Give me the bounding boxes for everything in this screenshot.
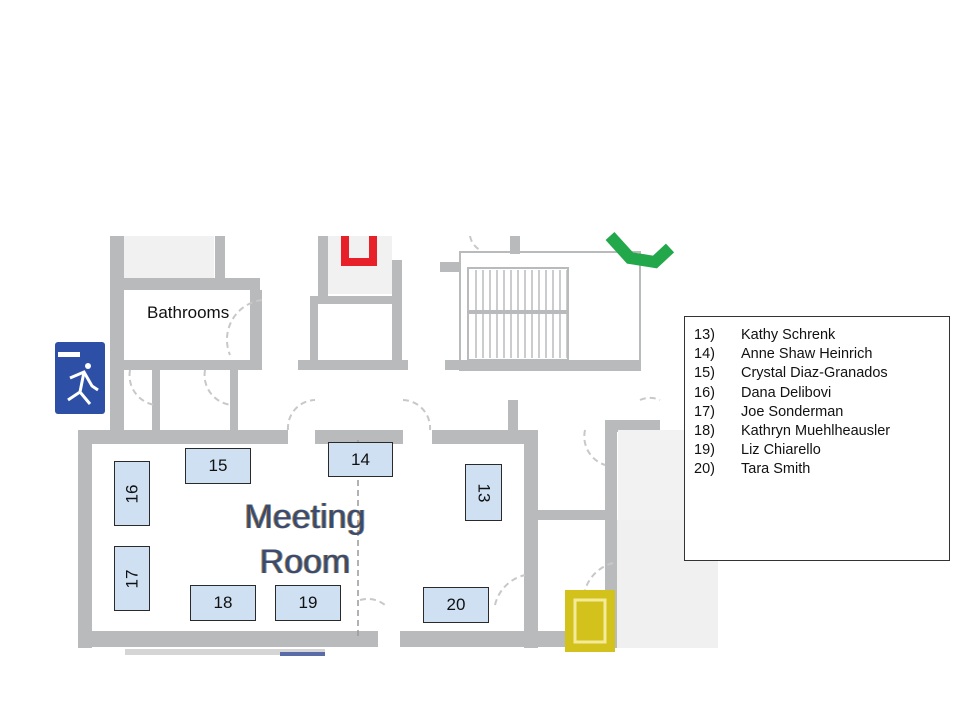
desk-number: 14 [351, 449, 370, 469]
desk-17: 17 [114, 546, 150, 611]
legend-number: 19) [694, 442, 715, 459]
desk-19: 19 [275, 585, 341, 621]
legend-number: 16) [694, 384, 715, 401]
legend-row: 15) Crystal Diaz-Granados [685, 364, 949, 383]
legend-number: 14) [694, 346, 715, 363]
legend-number: 17) [694, 403, 715, 420]
desk-number: 18 [213, 593, 233, 612]
legend-row: 17) Joe Sonderman [685, 403, 949, 422]
meeting-room-label-line1: Meeting [244, 498, 366, 536]
stairs-icon [459, 251, 641, 371]
legend-row: 18) Kathryn Muehlheausler [685, 422, 949, 441]
desk-number: 13 [474, 483, 494, 502]
bathrooms-label: Bathrooms [147, 303, 230, 322]
legend-number: 15) [694, 365, 715, 382]
desk-number: 16 [121, 484, 141, 503]
door-swings [128, 235, 661, 606]
legend-number: 13) [694, 327, 715, 343]
legend-row: 19) Liz Chiarello [685, 441, 949, 460]
desk-18: 18 [190, 585, 256, 621]
desk-number: 20 [446, 595, 466, 614]
desk-number: 15 [208, 456, 228, 475]
legend-row: 14) Anne Shaw Heinrich [685, 345, 949, 364]
utility-icon [565, 590, 615, 652]
legend-name: Joe Sonderman [741, 403, 844, 420]
seating-legend: 13) Kathy Schrenk 14) Anne Shaw Heinrich 1… [684, 316, 950, 561]
meeting-room-label: Meeting Room [220, 495, 390, 585]
exit-arrow-icon [605, 231, 675, 269]
legend-name: Kathryn Muehlheausler [741, 423, 891, 440]
legend-row: 16) Dana Delibovi [685, 384, 949, 403]
fire-extinguisher-icon [341, 236, 377, 266]
desk-16: 16 [114, 461, 150, 526]
legend-name: Tara Smith [741, 461, 811, 478]
desk-14: 14 [328, 442, 393, 477]
legend-row: 13) Kathy Schrenk [685, 326, 949, 345]
legend-name: Kathy Schrenk [741, 327, 836, 343]
desk-20: 20 [423, 587, 489, 623]
desk-number: 17 [121, 569, 141, 588]
legend-name: Liz Chiarello [741, 442, 821, 459]
legend-row: 20) Tara Smith [685, 460, 949, 479]
legend-name: Anne Shaw Heinrich [741, 346, 873, 363]
desk-13: 13 [465, 464, 502, 521]
legend-number: 18) [694, 423, 715, 440]
meeting-room-label-line2: Room [259, 543, 351, 581]
lower-edge [125, 649, 325, 655]
walls [78, 236, 718, 648]
desk-number: 19 [298, 593, 318, 612]
legend-number: 20) [694, 461, 715, 478]
desk-15: 15 [185, 448, 251, 484]
legend-name: Crystal Diaz-Granados [741, 365, 888, 382]
legend-name: Dana Delibovi [741, 384, 832, 401]
lower-marker [280, 652, 325, 656]
exit-sign-icon [55, 342, 105, 414]
